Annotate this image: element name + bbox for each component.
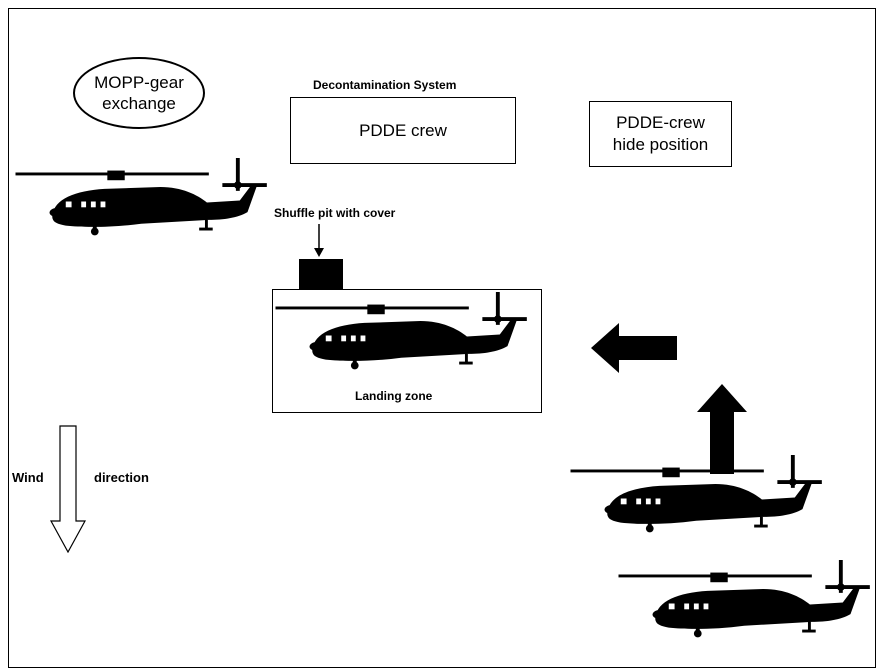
shuffle-pit-label: Shuffle pit with cover (274, 206, 396, 220)
pdde-crew-box: PDDE crew (290, 97, 516, 164)
shuffle-pit-shape (299, 259, 343, 289)
wind-arrow-down-icon (50, 425, 86, 553)
helicopter-icon (275, 292, 537, 379)
helicopter-icon (15, 158, 277, 245)
wind-label: Wind (12, 470, 44, 485)
helicopter-icon (618, 560, 880, 647)
arrow-up-icon (697, 384, 747, 474)
hide-position-label: PDDE-crew hide position (612, 113, 709, 154)
pdde-hide-position-box: PDDE-crew hide position (589, 101, 732, 167)
pdde-crew-label: PDDE crew (359, 120, 447, 140)
landing-zone-label: Landing zone (355, 389, 433, 403)
mopp-gear-exchange-node: MOPP-gear exchange (73, 57, 205, 129)
arrow-down-pointer-icon (314, 224, 324, 257)
decon-system-title: Decontamination System (313, 78, 457, 92)
direction-label: direction (94, 470, 149, 485)
arrow-left-icon (591, 323, 677, 373)
mopp-gear-label: MOPP-gear exchange (94, 73, 184, 113)
landing-zone-box (272, 289, 542, 413)
